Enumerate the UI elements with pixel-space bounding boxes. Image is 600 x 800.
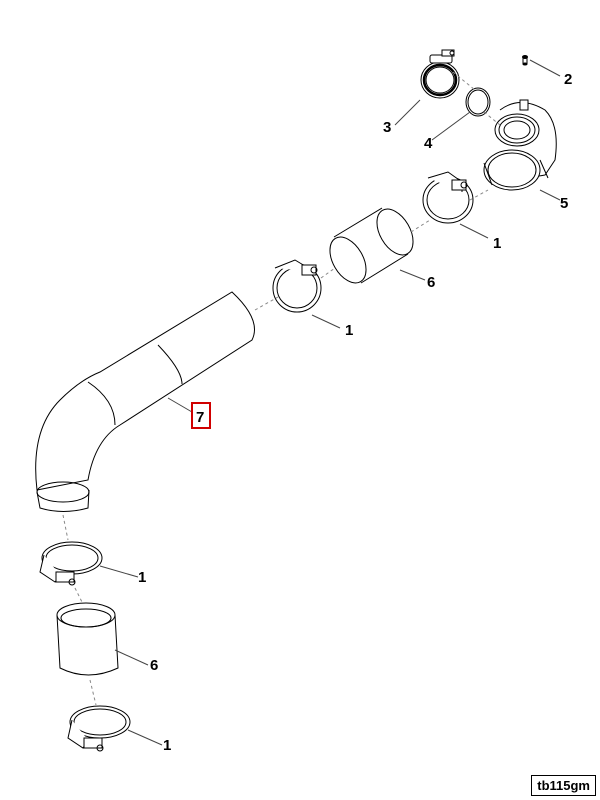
callout-7-highlight-box xyxy=(191,402,211,429)
part-5-elbow-adapter[interactable] xyxy=(483,99,557,191)
part-6-sleeve-upper[interactable] xyxy=(323,203,421,289)
figure-reference-code: tb115gm xyxy=(531,775,596,796)
part-1-hose-clamp-upper[interactable] xyxy=(422,171,474,224)
part-6-sleeve-lower[interactable] xyxy=(56,602,119,676)
callout-1-middle[interactable]: 1 xyxy=(345,322,353,339)
callout-1-lower-1[interactable]: 1 xyxy=(138,569,146,586)
callout-3[interactable]: 3 xyxy=(383,119,391,136)
callout-6-lower[interactable]: 6 xyxy=(150,657,158,674)
part-4-o-ring[interactable] xyxy=(465,87,491,117)
callout-4[interactable]: 4 xyxy=(424,135,433,152)
part-1-hose-clamp-lower-1[interactable] xyxy=(39,541,103,586)
callout-1-lower-2[interactable]: 1 xyxy=(163,737,171,754)
callout-7[interactable]: 7 xyxy=(196,409,204,426)
part-7-bent-tube[interactable] xyxy=(35,291,255,512)
callout-6-upper[interactable]: 6 xyxy=(427,274,435,291)
part-1-hose-clamp-middle[interactable] xyxy=(272,259,322,313)
callout-5[interactable]: 5 xyxy=(560,195,568,212)
callout-1-upper[interactable]: 1 xyxy=(493,235,501,252)
part-1-hose-clamp-lower-2[interactable] xyxy=(67,705,131,752)
part-2-plug[interactable] xyxy=(522,55,528,66)
callout-2[interactable]: 2 xyxy=(564,71,572,88)
callout-labels: 2 3 4 5 1 6 1 7 1 6 1 xyxy=(138,71,572,754)
part-3-vband-clamp[interactable] xyxy=(420,49,460,99)
assembly-centerlines xyxy=(62,71,501,706)
leader-lines xyxy=(99,59,561,746)
